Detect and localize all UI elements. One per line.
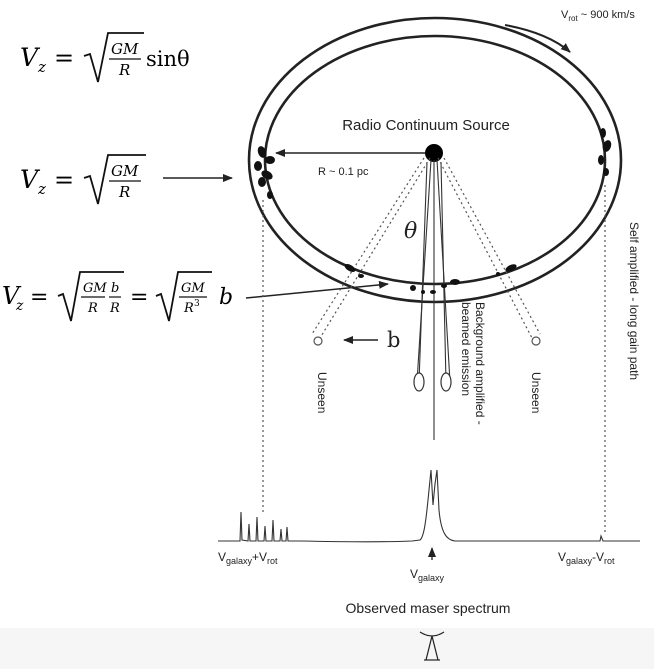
sight-right-b [443, 157, 541, 335]
radius-label: R ~ 0.1 pc [318, 166, 369, 178]
beam-end-right [440, 372, 452, 392]
maser-spectrum [218, 469, 640, 560]
eq3-den2-sup: 3 [194, 299, 200, 309]
maser-spot-right-3 [598, 155, 604, 165]
eq1-lhs-sub: z [37, 58, 46, 76]
eq2-equals: = [54, 166, 74, 194]
vrot-text: ~ 900 km/s [578, 9, 636, 21]
maser-spot-front-5 [430, 290, 436, 294]
eq3-pointer-arrow [245, 280, 389, 299]
vrot-v: V [561, 9, 569, 21]
equation-front: V z = GM R b R = GM R 3 b [2, 271, 233, 322]
eq1-den: R [118, 61, 130, 79]
eq2-num: GM [111, 162, 139, 180]
telescope-icon [419, 631, 445, 661]
vrot-sub: rot [568, 14, 578, 23]
maser-spot-right-2 [602, 140, 612, 152]
beam-lines [416, 159, 451, 440]
eq3-equals-1: = [30, 285, 48, 310]
maser-spot-left-1 [257, 146, 267, 158]
maser-spot-left-4 [261, 170, 273, 180]
eq1-tail: sinθ [146, 47, 190, 71]
beam-left-inner [418, 161, 428, 383]
maser-spot-front-1 [344, 264, 356, 272]
maser-spot-left-3 [254, 161, 262, 171]
maser-spot-left-5 [258, 177, 266, 187]
spectrum-trace [218, 469, 640, 543]
maser-spot-front-6 [441, 284, 447, 288]
spectrum-title: Observed maser spectrum [346, 600, 511, 616]
beam-end-left [413, 372, 425, 392]
continuum-source [425, 144, 443, 162]
maser-spot-front-4 [421, 290, 425, 294]
footer-band [0, 628, 654, 669]
equation-edge: V z = GM R [20, 154, 146, 205]
maser-clumps [254, 128, 612, 294]
eq1-num: GM [111, 40, 139, 58]
vgalaxy-label: Vgalaxy [410, 567, 445, 583]
sight-left-b [311, 157, 425, 335]
eq3-sqrt-sign-2 [155, 271, 212, 322]
maser-spot-front-2 [358, 274, 364, 278]
vgalaxy-plus-vrot-label: Vgalaxy+Vrot [218, 550, 278, 566]
sight-left-a [319, 157, 431, 339]
maser-spot-left-6 [267, 191, 273, 199]
unseen-label-left: Unseen [315, 372, 329, 413]
eq3-sqrt-sign-1 [57, 271, 124, 322]
maser-spot-front-9 [496, 272, 500, 276]
self-amplified-label: Self amplified - long gain path [627, 222, 641, 380]
dotted-sight-lines [262, 157, 606, 535]
eq3-lhs-v: V [2, 282, 22, 310]
eq2-lhs-v: V [20, 165, 41, 194]
unseen-end-right [531, 336, 541, 346]
vgalaxy-minus-vrot-label: Vgalaxy-Vrot [558, 550, 615, 566]
eq1-sqrt-sign [83, 32, 144, 83]
eq3-frac-den: R [109, 301, 120, 316]
maser-spot-front-3 [410, 285, 416, 291]
eq3-lhs-sub: z [15, 298, 24, 314]
telescope-dish [419, 631, 445, 637]
unseen-label-right: Unseen [529, 372, 543, 413]
unseen-end-left [313, 336, 323, 346]
maser-ring-outer [247, 16, 623, 304]
telescope-leg-right [431, 635, 439, 661]
maser-spot-front-8 [505, 264, 517, 272]
source-label: Radio Continuum Source [342, 117, 510, 134]
eq2-den: R [118, 183, 130, 201]
maser-spot-front-7 [450, 279, 460, 285]
rotation-arrow [504, 24, 571, 53]
eq3-frac-num: b [111, 281, 119, 296]
eq3-equals-2: = [130, 285, 148, 310]
eq3-den1: R [87, 301, 98, 316]
eq3-num2: GM [181, 281, 205, 296]
eq1-equals: = [54, 44, 74, 72]
background-label-line1: Background amplified - [473, 302, 487, 425]
eq2-sqrt-sign [83, 154, 146, 205]
beam-right-inner [440, 161, 447, 383]
telescope-leg-left [425, 635, 433, 661]
beam-left-outer [416, 159, 432, 383]
maser-spot-right-4 [603, 168, 609, 176]
background-label-line2: beamed emission [459, 302, 473, 396]
equation-sin-theta: V z = GM R sinθ [20, 32, 190, 83]
b-label: b [387, 328, 400, 352]
sight-right-a [437, 157, 533, 339]
eq3-den2: R [183, 301, 194, 316]
maser-spot-right-1 [600, 128, 606, 138]
eq3-num1: GM [83, 281, 107, 296]
vrot-label: Vrot ~ 900 km/s [561, 9, 635, 23]
maser-spot-left-2 [265, 156, 275, 164]
eq1-lhs-v: V [20, 43, 41, 72]
eq3-tail: b [219, 285, 233, 310]
eq2-lhs-sub: z [37, 180, 46, 198]
theta-label: θ [404, 219, 417, 244]
